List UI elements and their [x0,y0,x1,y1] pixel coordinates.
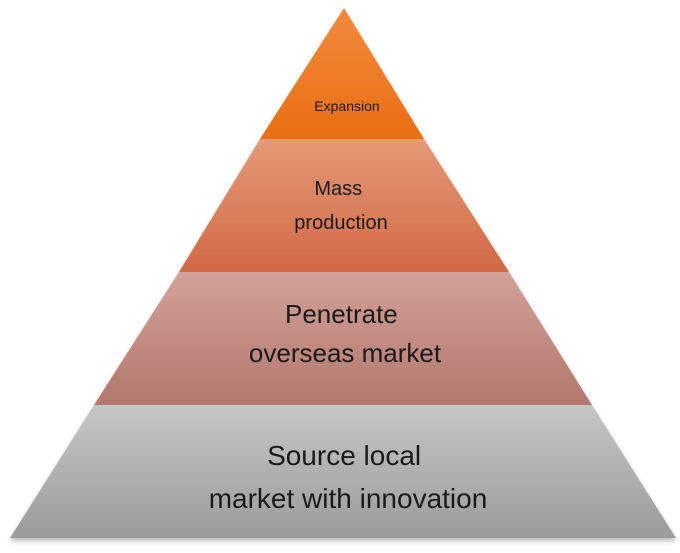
pyramid-tier-source-local [10,405,676,538]
tier-label-expansion: Expansion [314,98,379,114]
tier-label-line: Source local [267,440,421,471]
tier-label-mass-production: Mass production [294,178,387,234]
tier-label-line: Mass [314,178,362,200]
tier-label-line: Penetrate [285,299,398,329]
tier-label-line: Expansion [314,98,379,114]
pyramid-tier-penetrate-overseas [94,272,592,405]
pyramid-tier-expansion [260,8,424,139]
tier-label-line: market with innovation [209,483,488,514]
tier-label-penetrate-overseas: Penetrate overseas market [249,299,442,368]
tier-label-source-local: Source local market with innovation [209,440,488,514]
tier-label-line: overseas market [249,338,442,368]
pyramid-tier-mass-production [179,139,509,272]
tier-label-line: production [294,212,387,234]
